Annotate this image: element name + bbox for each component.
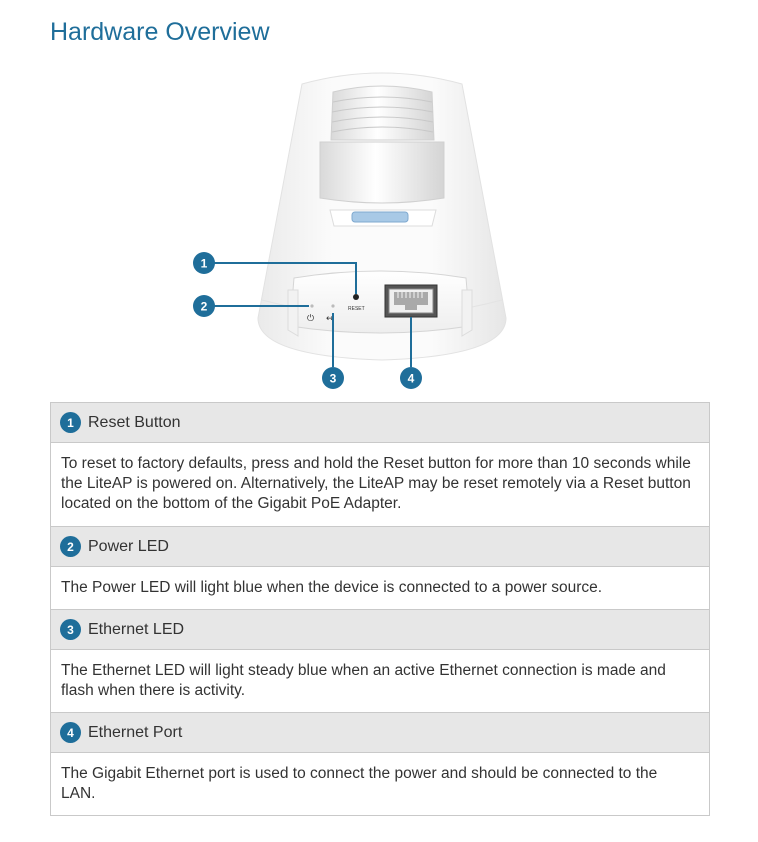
reset-hole — [353, 294, 359, 300]
section-heading: Ethernet Port — [88, 723, 183, 741]
section-description: To reset to factory defaults, press and … — [51, 443, 709, 527]
section-header-reset-button: 1 Reset Button — [51, 403, 709, 443]
device-illustration-svg: RESET ⏻ ↔ — [193, 72, 507, 389]
feature-table: 1 Reset Button To reset to factory defau… — [50, 402, 710, 816]
callout-leaders — [214, 262, 412, 367]
callout-1: 1 — [193, 252, 215, 274]
section-description: The Power LED will light blue when the d… — [51, 567, 709, 610]
bottom-panel — [289, 270, 471, 334]
section-number-badge: 3 — [60, 619, 81, 640]
reset-marking: RESET — [348, 306, 365, 312]
section-heading: Power LED — [88, 537, 169, 555]
section-header-ethernet-led: 3 Ethernet LED — [51, 610, 709, 650]
callout-2: 2 — [193, 295, 215, 317]
section-heading: Reset Button — [88, 413, 181, 431]
svg-text:2: 2 — [201, 300, 208, 314]
section-header-power-led: 2 Power LED — [51, 527, 709, 567]
page-title: Hardware Overview — [50, 18, 270, 46]
section-description: The Gigabit Ethernet port is used to con… — [51, 753, 709, 815]
section-number-badge: 1 — [60, 412, 81, 433]
section-description: The Ethernet LED will light steady blue … — [51, 650, 709, 713]
svg-text:1: 1 — [201, 257, 208, 271]
ethernet-led — [331, 304, 335, 308]
svg-text:4: 4 — [408, 372, 415, 386]
callout-3: 3 — [322, 367, 344, 389]
power-led — [310, 304, 314, 308]
section-header-ethernet-port: 4 Ethernet Port — [51, 713, 709, 753]
device-illustration: RESET ⏻ ↔ — [0, 0, 758, 400]
section-number-badge: 2 — [60, 536, 81, 557]
ethernet-activity-icon: ↔ — [326, 314, 334, 324]
power-icon: ⏻ — [307, 313, 314, 324]
ethernet-port — [384, 284, 438, 318]
callout-4: 4 — [400, 367, 422, 389]
svg-text:3: 3 — [330, 372, 337, 386]
section-heading: Ethernet LED — [88, 620, 185, 638]
threaded-mount — [319, 85, 445, 227]
section-number-badge: 4 — [60, 722, 81, 743]
